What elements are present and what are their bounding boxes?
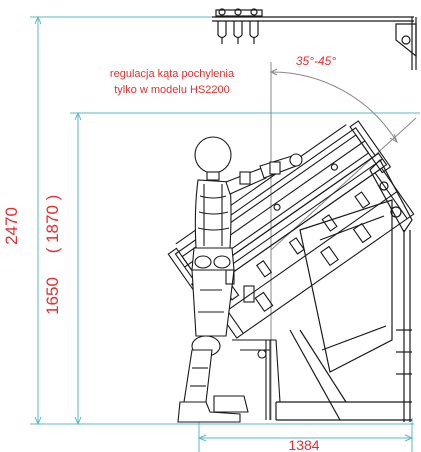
dim-total-height: 2470	[2, 207, 21, 245]
dimension-lines	[30, 15, 420, 452]
lower-assembly	[225, 269, 281, 420]
dim-work-height: 1650	[43, 277, 62, 315]
dim-work-height-alt: ( 1870 )	[43, 195, 62, 254]
hook-clamps	[215, 8, 263, 44]
angle-indicator	[269, 62, 417, 420]
dim-base-width: 1384	[288, 437, 319, 452]
operator-figure	[177, 136, 303, 423]
tilt-note-line1: regulacja kąta pochylenia	[110, 68, 235, 80]
machine-frame	[212, 8, 417, 422]
tilt-note-line2: tylko w modelu HS2200	[114, 84, 230, 96]
angle-range-label: 35°-45°	[296, 54, 336, 68]
